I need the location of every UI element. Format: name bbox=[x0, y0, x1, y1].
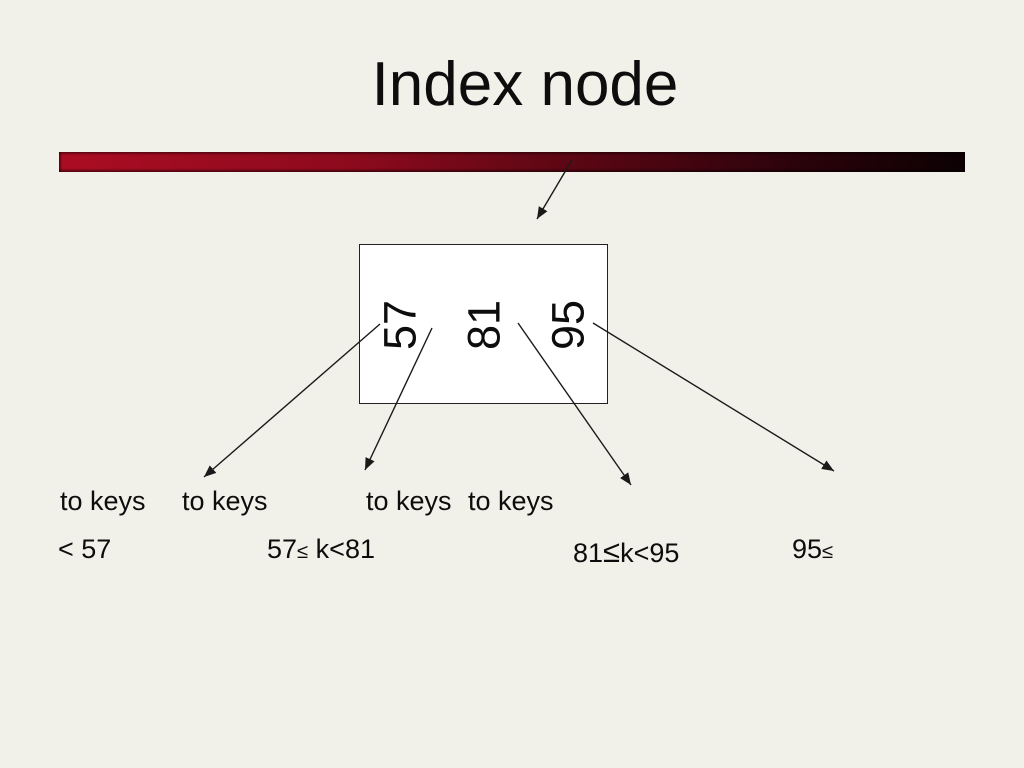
range-label-1-text: < 57 bbox=[58, 534, 112, 564]
range-label-2-le: ≤ bbox=[297, 541, 309, 563]
range-label-4-pre: 95 bbox=[792, 534, 823, 564]
index-key-2: 81 bbox=[458, 299, 510, 351]
index-key-1: 57 bbox=[374, 299, 426, 351]
pointer-label-1: to keys bbox=[60, 486, 146, 516]
accent-gradient-bar bbox=[59, 152, 965, 172]
arrow-key95-to-subtree bbox=[592, 322, 835, 472]
page-title: Index node bbox=[371, 50, 679, 119]
range-label-2: 57≤ k<81 bbox=[267, 536, 375, 563]
arrow-key57-to-left-subtree bbox=[203, 323, 381, 478]
range-label-2-pre: 57 bbox=[267, 534, 298, 564]
index-key-3: 95 bbox=[542, 299, 594, 351]
range-label-4: 95≤ bbox=[792, 536, 833, 563]
range-label-3-post: k<95 bbox=[620, 538, 680, 568]
range-label-1: < 57 bbox=[58, 536, 111, 563]
range-label-4-le: ≤ bbox=[822, 541, 834, 563]
range-label-3-le: ≤ bbox=[603, 534, 621, 569]
pointer-label-3: to keys bbox=[366, 486, 452, 516]
range-label-2-post: k<81 bbox=[308, 534, 375, 564]
range-label-3: 81≤k<95 bbox=[573, 536, 679, 567]
range-label-3-pre: 81 bbox=[573, 538, 604, 568]
pointer-label-4: to keys bbox=[468, 486, 554, 516]
pointer-label-2: to keys bbox=[182, 486, 268, 516]
